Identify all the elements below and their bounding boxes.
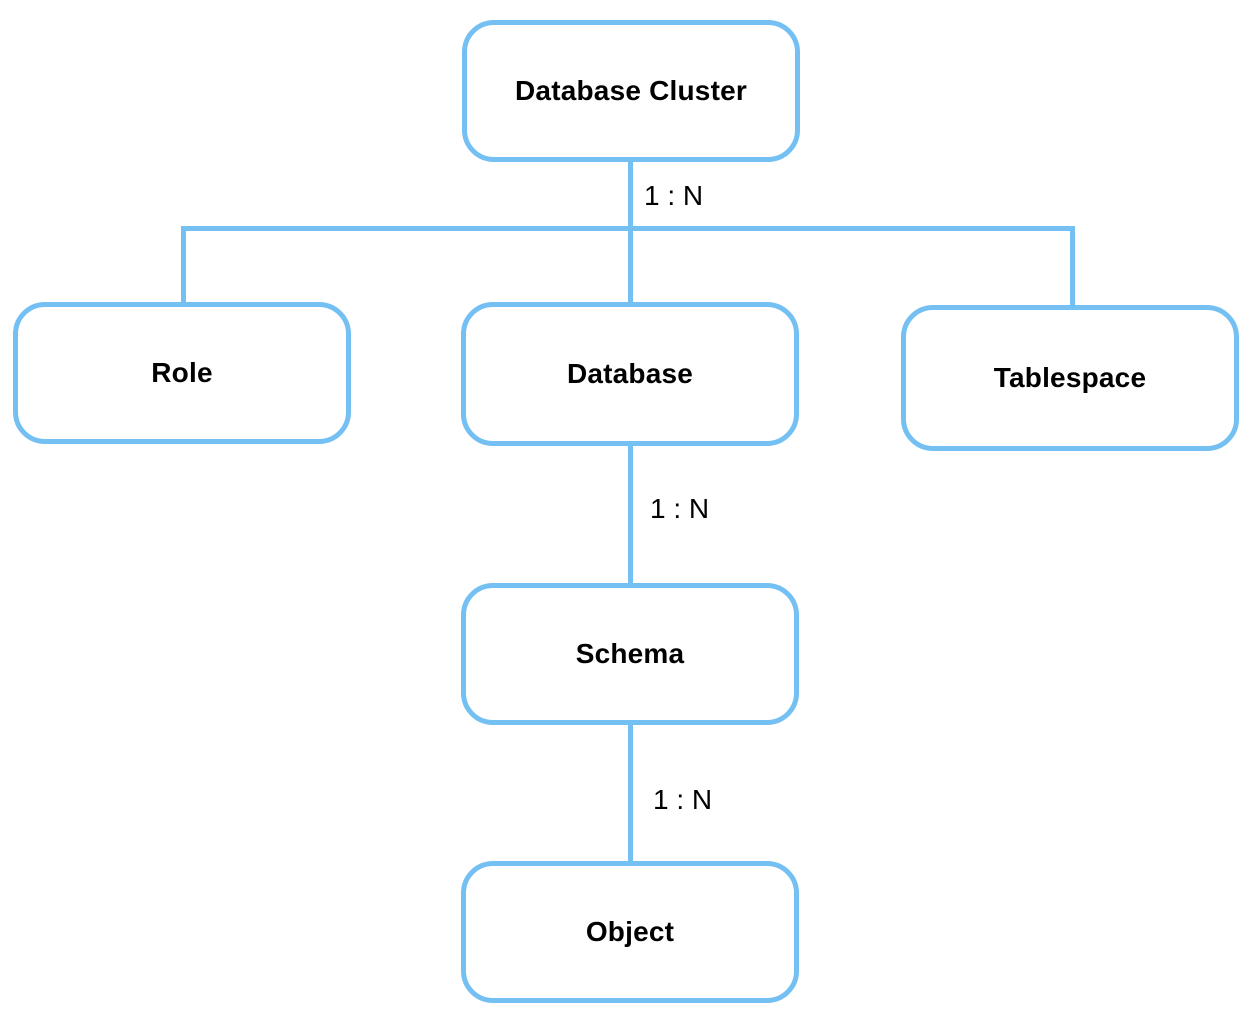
edge-cluster-tablespace-line (1070, 226, 1075, 309)
node-schema: Schema (461, 583, 799, 725)
node-schema-label: Schema (575, 638, 685, 669)
node-object-label: Object (585, 916, 675, 947)
edge-label-cluster-children: 1 : N (644, 180, 704, 211)
node-database-cluster-label: Database Cluster (515, 75, 747, 106)
node-tablespace-label: Tablespace (993, 362, 1147, 393)
node-role: Role (13, 302, 351, 444)
edge-cluster-role-line (181, 226, 186, 306)
node-database-cluster: Database Cluster (462, 20, 800, 162)
edge-database-schema-line (628, 444, 633, 586)
edge-cluster-database-line (628, 226, 633, 306)
edge-label-schema-object: 1 : N (653, 784, 713, 815)
edge-label-database-schema: 1 : N (650, 493, 710, 524)
node-database-label: Database (566, 358, 694, 389)
edge-cluster-trunk-line (628, 160, 633, 230)
node-database: Database (461, 302, 799, 446)
node-object: Object (461, 861, 799, 1003)
edge-schema-object-line (628, 723, 633, 864)
node-role-label: Role (151, 357, 213, 388)
node-tablespace: Tablespace (901, 305, 1239, 451)
